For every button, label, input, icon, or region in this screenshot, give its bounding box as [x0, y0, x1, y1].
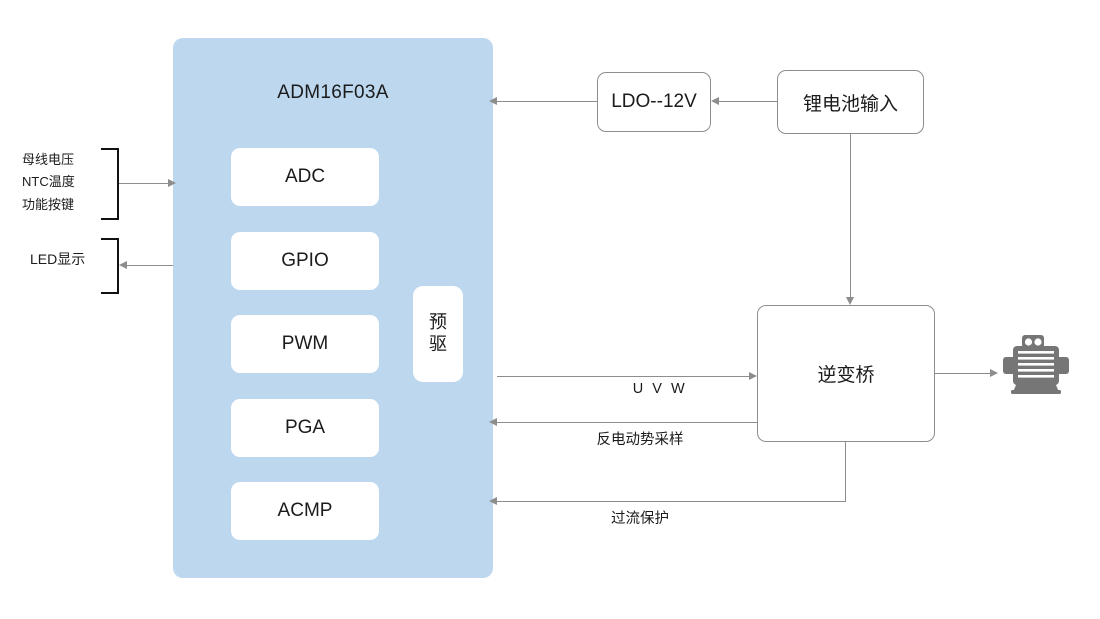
- mcu-block-pga: PGA: [231, 399, 379, 457]
- bridge-to-motor-line: [935, 373, 992, 375]
- pre-driver-block: 预 驱: [413, 286, 463, 382]
- motor-icon: [1000, 334, 1072, 396]
- input-bracket: [101, 148, 119, 220]
- led-display-label: LED显示: [30, 251, 86, 267]
- uvw-arrow-head: [749, 372, 757, 380]
- led-arrow-line: [126, 265, 173, 267]
- battery-to-ldo-line: [718, 101, 777, 103]
- mcu-title: ADM16F03A: [277, 82, 389, 103]
- input-arrow-head: [168, 179, 176, 187]
- pre-driver-label-line2: 驱: [429, 334, 447, 354]
- battery-to-ldo-arrow-head: [711, 97, 719, 105]
- input-label-bus-voltage: 母线电压: [22, 152, 75, 167]
- led-arrow-head: [119, 261, 127, 269]
- mcu-block-acmp: ACMP: [231, 482, 379, 540]
- ocp-arrow-head: [489, 497, 497, 505]
- mcu-block-pwm: PWM: [231, 315, 379, 373]
- signal-label-bemf: 反电动势采样: [596, 432, 684, 448]
- ldo-block: LDO--12V: [597, 72, 711, 132]
- battery-to-bridge-line: [850, 134, 852, 297]
- bemf-line: [497, 422, 757, 424]
- inverter-bridge-block: 逆变桥: [757, 305, 935, 442]
- uvw-line: [497, 376, 750, 378]
- pre-driver-label-line1: 预: [429, 312, 447, 333]
- battery-input-block: 锂电池输入: [777, 70, 924, 134]
- ocp-horizontal-line: [497, 501, 846, 503]
- ldo-to-mcu-arrow-head: [489, 97, 497, 105]
- mcu-block-gpio: GPIO: [231, 232, 379, 290]
- ldo-to-mcu-line: [497, 101, 597, 103]
- signal-label-uvw: U V W: [632, 381, 688, 397]
- input-label-function-key: 功能按键: [22, 196, 75, 212]
- signal-label-ocp: 过流保护: [611, 511, 669, 527]
- mcu-block-adc: ADC: [231, 148, 379, 206]
- input-arrow-line: [119, 183, 173, 185]
- bridge-to-motor-arrow-head: [990, 369, 998, 377]
- input-label-ntc-temperature: NTC温度: [22, 174, 75, 190]
- ocp-vertical-line: [845, 442, 847, 502]
- battery-to-bridge-arrow-head: [845, 297, 854, 305]
- led-bracket: [101, 238, 119, 294]
- bemf-arrow-head: [489, 418, 497, 426]
- left-input-label-group: 母线电压 NTC温度 功能按键: [22, 149, 114, 216]
